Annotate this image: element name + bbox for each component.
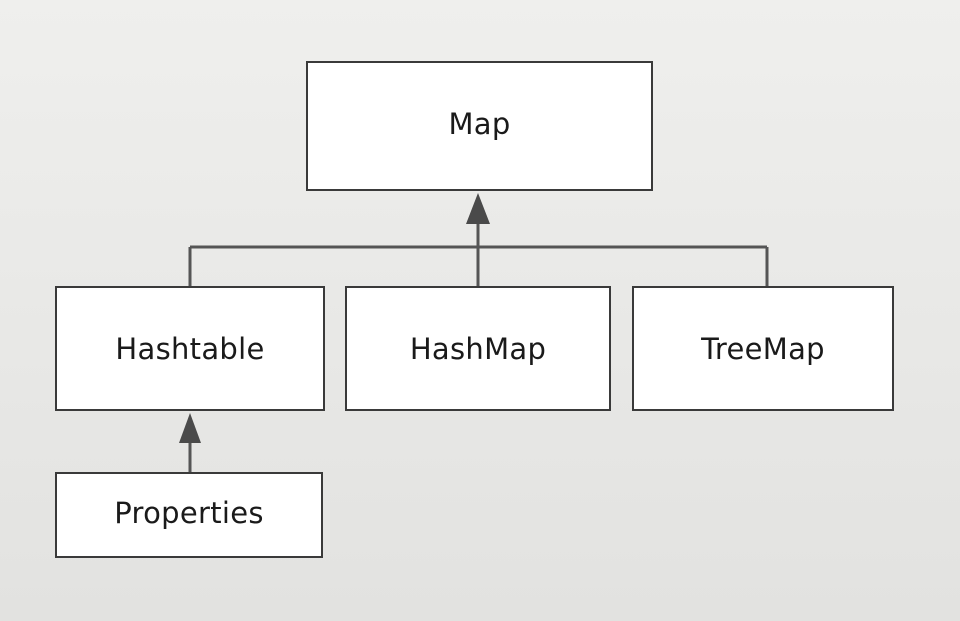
hashmap-node: HashMap xyxy=(345,286,611,411)
hashtable-node: Hashtable xyxy=(55,286,325,411)
properties-node: Properties xyxy=(55,472,323,558)
map-label: Map xyxy=(448,107,511,141)
properties-label: Properties xyxy=(114,496,264,530)
treemap-label: TreeMap xyxy=(701,331,825,366)
hashmap-label: HashMap xyxy=(409,331,547,366)
hashtable-label: Hashtable xyxy=(115,331,265,366)
treemap-node: TreeMap xyxy=(632,286,894,411)
map-node: Map xyxy=(306,61,653,191)
